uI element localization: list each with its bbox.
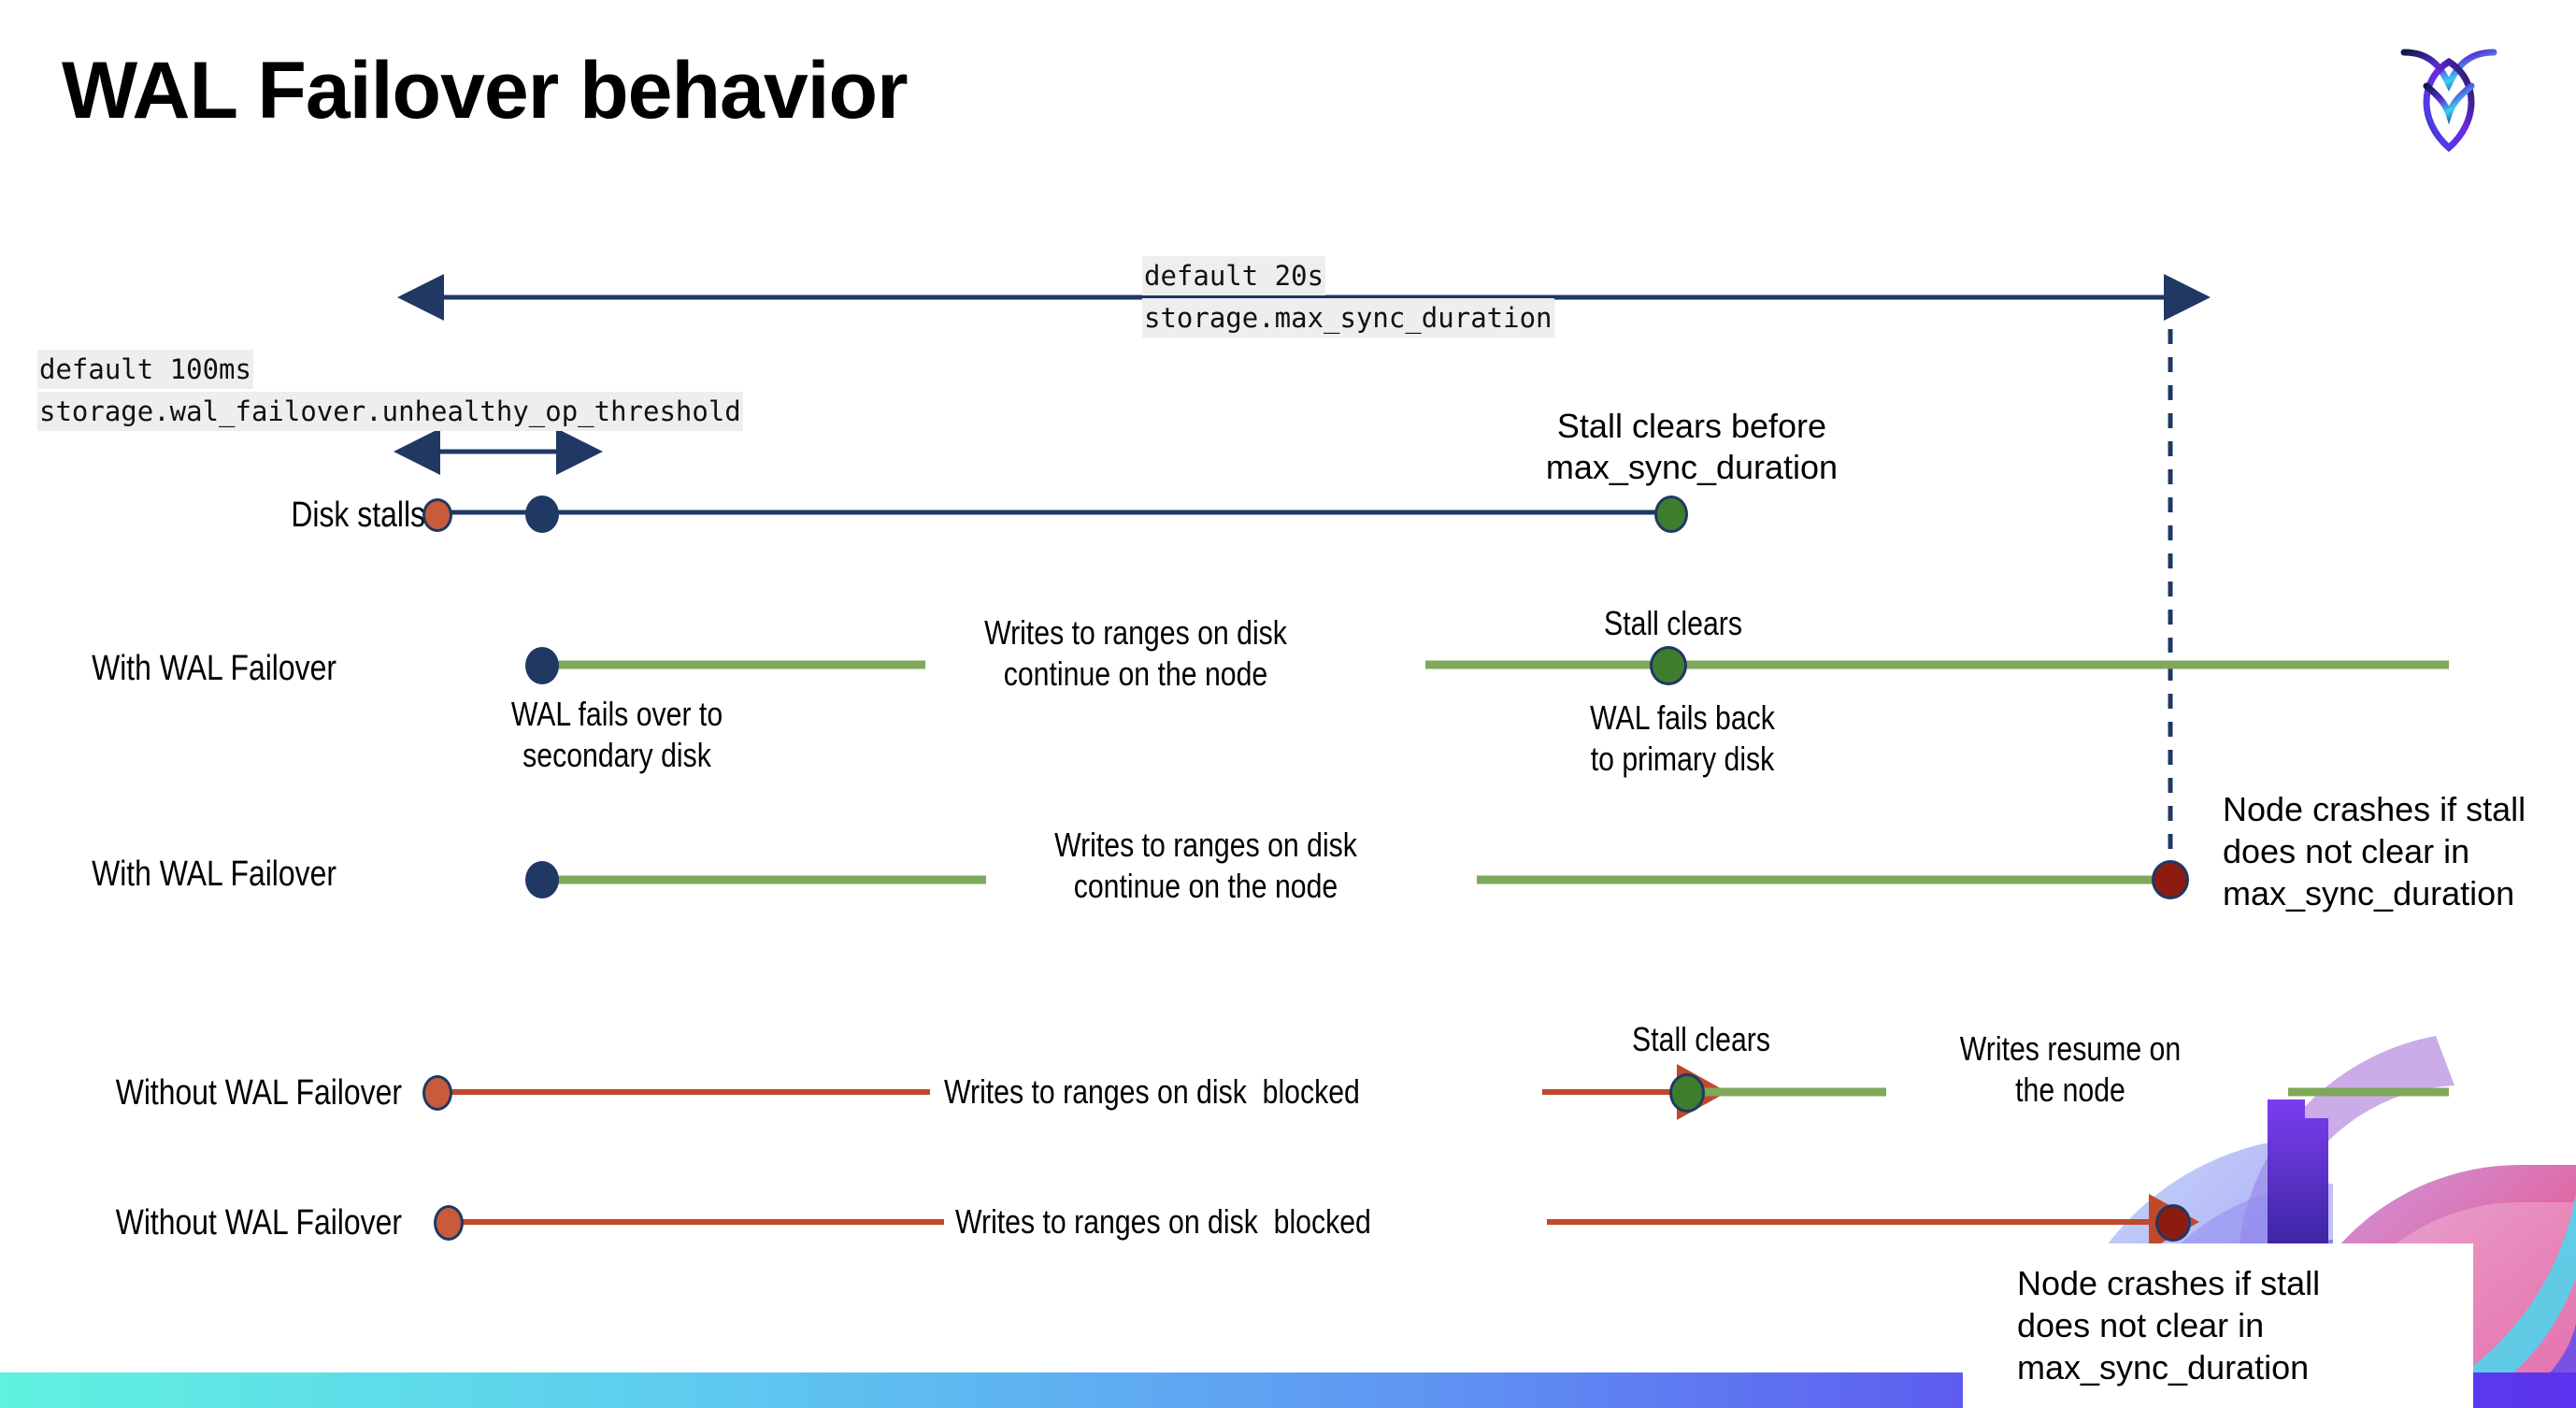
cockroachdb-logo-icon: [2393, 28, 2505, 159]
dot-node-crash-row3: [2152, 860, 2189, 899]
dot-failover-row3: [525, 861, 559, 898]
dot-stall-start-row4: [422, 1075, 452, 1111]
annotation-stall-clears-row2: Stall clears: [1604, 604, 1742, 642]
annotation-wal-fails-back: WAL fails back to primary disk: [1590, 698, 1775, 778]
row-label-without-wal-failover-2: Without WAL Failover: [115, 1203, 402, 1243]
page-title: WAL Failover behavior: [62, 46, 909, 136]
annotation-writes-resume-row4: Writes resume on the node: [1959, 1029, 2182, 1109]
dot-stall-clear-row1: [1654, 496, 1688, 533]
annotation-stall-clears-row4: Stall clears: [1632, 1020, 1770, 1058]
annotation-stall-clears-before: Stall clears before max_sync_duration: [1545, 407, 1839, 486]
max-sync-setting-label: storage.max_sync_duration: [1142, 298, 1554, 338]
dot-stall-start-row5: [434, 1205, 464, 1241]
row-label-without-wal-failover-1: Without WAL Failover: [115, 1073, 402, 1113]
annotation-node-crashes-row3: Node crashes if stall does not clear in …: [2223, 790, 2526, 912]
dot-stall-clear-row4: [1669, 1073, 1705, 1113]
annotation-writes-blocked-row5: Writes to ranges on disk blocked: [955, 1202, 1371, 1241]
callout-box-node-crash: [1963, 1243, 2473, 1408]
unhealthy-setting-label: storage.wal_failover.unhealthy_op_thresh…: [37, 392, 743, 432]
max-sync-default-label: default 20s: [1142, 256, 1326, 296]
row-label-disk-stalls: Disk stalls: [291, 496, 425, 535]
annotation-writes-blocked-row4: Writes to ranges on disk blocked: [944, 1072, 1360, 1111]
annotation-writes-continue-row3: Writes to ranges on disk continue on the…: [1054, 826, 1357, 905]
dot-node-crash-row5: [2155, 1204, 2191, 1242]
annotation-wal-fails-over: WAL fails over to secondary disk: [510, 695, 723, 774]
annotation-node-crashes-row5: Node crashes if stall does not clear in …: [2017, 1264, 2321, 1386]
annotation-writes-continue-row2: Writes to ranges on disk continue on the…: [984, 613, 1287, 693]
row-label-with-wal-failover-2: With WAL Failover: [92, 855, 336, 894]
unhealthy-default-label: default 100ms: [37, 350, 253, 390]
dot-stall-start-row1: [422, 498, 452, 532]
row-label-with-wal-failover-1: With WAL Failover: [92, 649, 336, 688]
dot-failover-row1: [525, 496, 559, 533]
dot-stall-clear-row2: [1650, 646, 1687, 685]
dot-failover-row2: [525, 647, 559, 684]
